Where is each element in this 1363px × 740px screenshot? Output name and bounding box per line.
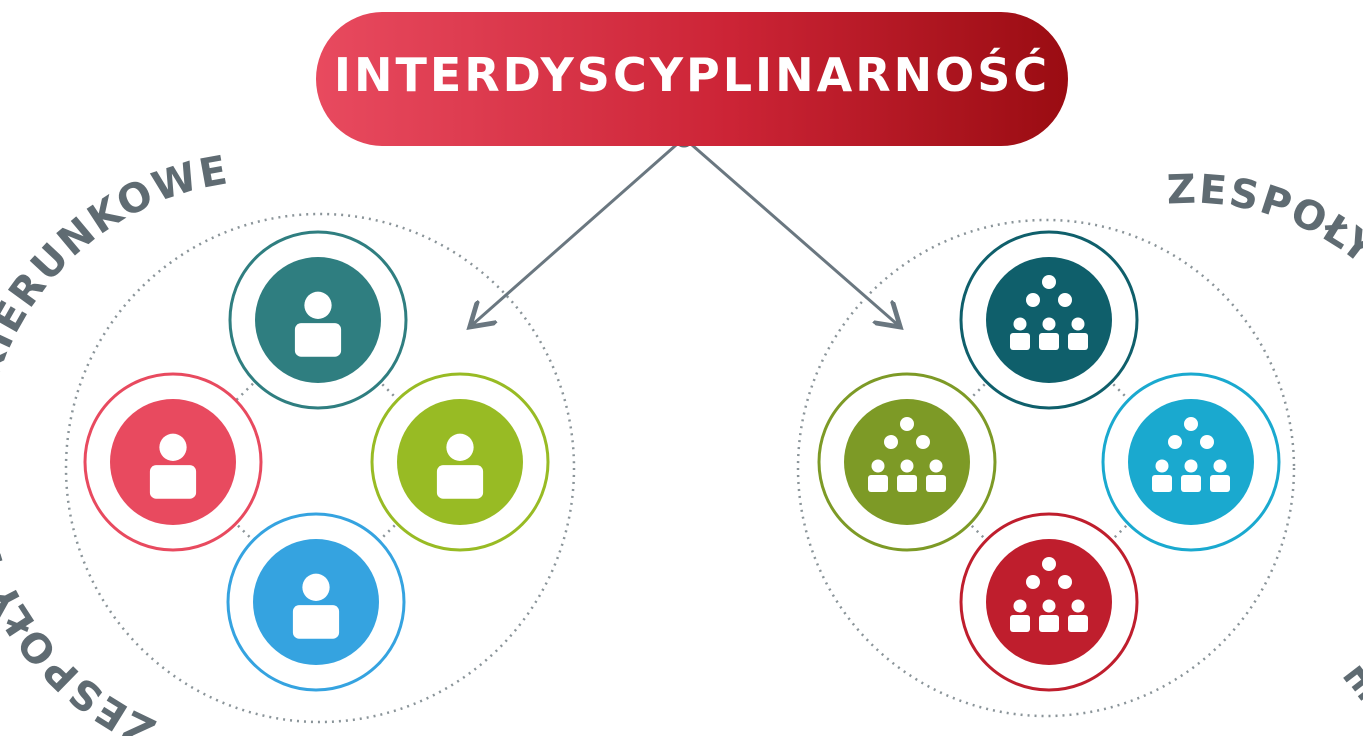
person-icon — [436, 433, 484, 499]
left-node-right — [370, 372, 550, 552]
group-pyramid-icon — [1010, 275, 1088, 350]
arrow-to-left-group — [472, 136, 685, 325]
person-icon — [292, 573, 340, 639]
right-connector — [906, 461, 1050, 603]
left-node-right-disc — [397, 399, 523, 525]
left-node-top — [228, 230, 408, 410]
group-pyramid-icon — [1152, 417, 1230, 492]
person-icon — [149, 433, 197, 499]
left-node-bottom-disc — [253, 539, 379, 665]
left-group-boundary — [64, 212, 576, 724]
person-icon — [294, 291, 342, 357]
title-text: INTERDYSCYPLINARNOŚĆ — [333, 48, 1051, 102]
group-pyramid-icon — [868, 417, 946, 492]
left-node-left — [83, 372, 263, 552]
right-node-right — [1101, 372, 1281, 552]
left-node-left-disc — [110, 399, 236, 525]
right-group-boundary — [796, 218, 1296, 718]
right-node-top — [959, 230, 1139, 410]
left-node-top-disc — [255, 257, 381, 383]
title-banner: INTERDYSCYPLINARNOŚĆ — [316, 12, 1068, 146]
right-node-bottom — [959, 512, 1139, 692]
group-pyramid-icon — [1010, 557, 1088, 632]
right-connector — [1048, 461, 1192, 603]
right-node-left — [817, 372, 997, 552]
left-node-bottom — [226, 512, 406, 692]
arrow-to-right-group — [683, 136, 898, 325]
